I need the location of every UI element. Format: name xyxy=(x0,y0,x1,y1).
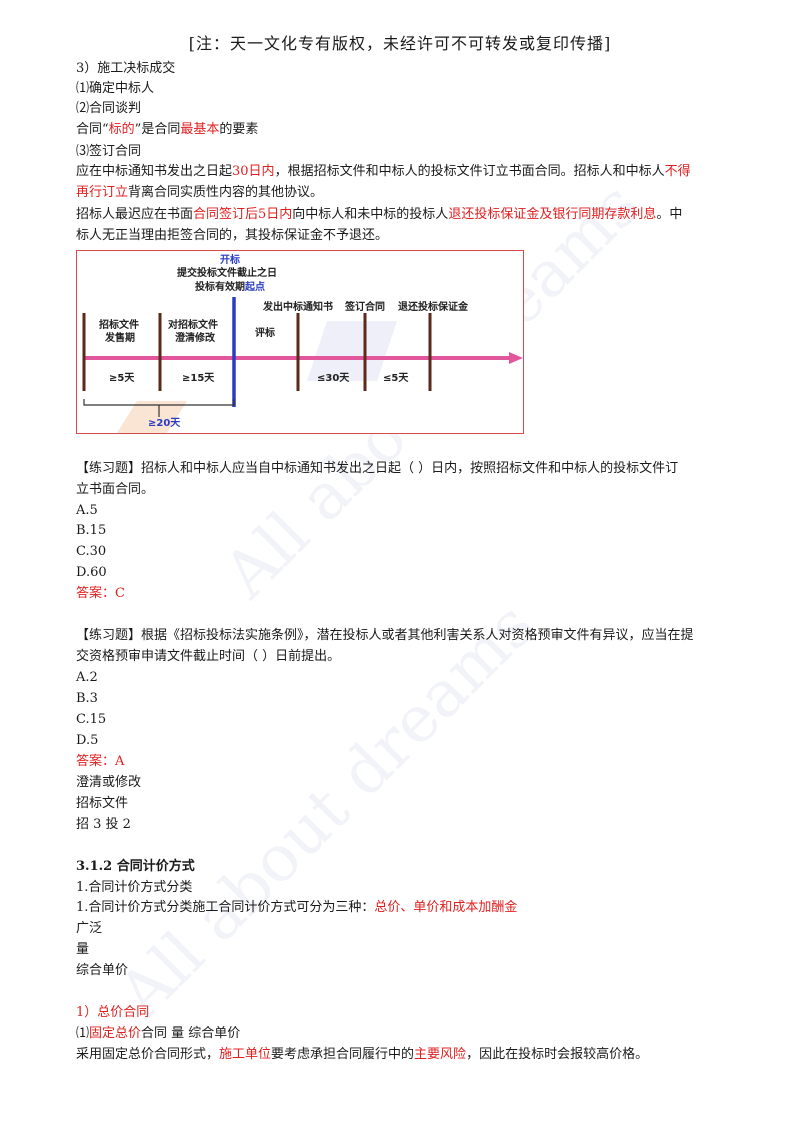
note-line: 澄清或修改 xyxy=(76,775,142,790)
question-2-stem-cont: 交资格预审申请文件截止时间（ ）日前提出。 xyxy=(76,649,341,664)
subheading: 1.合同计价方式分类 xyxy=(76,880,193,895)
paragraph-1-cont: 再行订立背离合同实质性内容的其他协议。 xyxy=(76,185,324,200)
label-30-days: ≤30天 xyxy=(317,373,350,384)
option-b: B.15 xyxy=(76,523,107,538)
question-1-stem: 【练习题】招标人和中标人应当自中标通知书发出之日起（ ）日内，按照招标文件和中标… xyxy=(76,461,679,476)
option-d: D.60 xyxy=(76,565,107,580)
paragraph-2: 招标人最迟应在书面合同签订后5日内向中标人和未中标的投标人退还投标保证金及银行同… xyxy=(76,207,683,222)
answer-1: 答案：C xyxy=(76,586,125,601)
label-clarify-1: 对招标文件 xyxy=(168,320,218,331)
label-evaluate: 评标 xyxy=(255,328,275,339)
label-validity-start: 投标有效期起点 xyxy=(195,282,265,293)
option-b: B.3 xyxy=(76,691,98,706)
heading-total-price: 1）总价合同 xyxy=(76,1005,150,1020)
paragraph-1: 应在中标通知书发出之日起30日内，根据招标文件和中标人的投标文件订立书面合同。招… xyxy=(76,164,691,179)
label-refund: 退还投标保证金 xyxy=(398,302,468,313)
option-a: A.5 xyxy=(76,503,98,518)
pricing-types: 1.合同计价方式分类施工合同计价方式可分为三种：总价、单价和成本加酬金 xyxy=(76,900,518,915)
section-title: 3）施工决标成交 xyxy=(76,61,176,76)
answer-2: 答案：A xyxy=(76,754,125,769)
note-line: 招 3 投 2 xyxy=(76,817,131,832)
question-1-stem-cont: 立书面合同。 xyxy=(76,482,155,497)
label-5-days-b: ≤5天 xyxy=(383,373,409,384)
option-c: C.15 xyxy=(76,712,107,727)
label-15-days: ≥15天 xyxy=(182,373,215,384)
label-clarify-2: 澄清修改 xyxy=(175,333,215,344)
paragraph-2-cont: 标人无正当理由拒签合同的，其投标保证金不予退还。 xyxy=(76,228,389,243)
copyright-header: [注：天一文化专有版权，未经许可不可转发或复印传播] xyxy=(188,34,612,53)
timeline-graphic xyxy=(82,297,523,433)
label-open-bid: 开标 xyxy=(220,255,240,266)
bidding-timeline-diagram: 开标 提交投标文件截止之日 投标有效期起点 招标文件 发售期 对招标文件 澄清修… xyxy=(76,250,524,434)
arrow-head xyxy=(509,352,523,364)
item-fixed-price: ⑴固定总价合同 量 综合单价 xyxy=(76,1026,241,1041)
label-sign: 签订合同 xyxy=(345,302,385,313)
paragraph-fixed-price: 采用固定总价合同形式，施工单位要考虑承担合同履行中的主要风险，因此在投标时会报较… xyxy=(76,1047,649,1062)
step-1: ⑴确定中标人 xyxy=(76,81,155,96)
label-20-days: ≥20天 xyxy=(148,418,181,429)
option-d: D.5 xyxy=(76,733,99,748)
question-2-stem: 【练习题】根据《招标投标法实施条例》，潜在投标人或者其他利害关系人对资格预审文件… xyxy=(76,628,694,643)
label-5-days: ≥5天 xyxy=(109,373,135,384)
note-line: 招标文件 xyxy=(76,796,129,811)
label-deadline: 提交投标文件截止之日 xyxy=(177,268,277,279)
logo-shape xyxy=(117,401,187,433)
step-3: ⑶签订合同 xyxy=(76,144,142,159)
note-line: 量 xyxy=(76,942,90,957)
contract-note: 合同“标的”是合同最基本的要素 xyxy=(76,122,259,137)
section-3-1-2-title: 3.1.2 合同计价方式 xyxy=(76,859,195,874)
step-2: ⑵合同谈判 xyxy=(76,101,142,116)
label-sale-2: 发售期 xyxy=(105,333,135,344)
label-notice: 发出中标通知书 xyxy=(263,302,333,313)
note-line: 广泛 xyxy=(76,921,103,936)
note-line: 综合单价 xyxy=(76,963,129,978)
label-sale-1: 招标文件 xyxy=(99,320,139,331)
option-c: C.30 xyxy=(76,544,107,559)
logo-shape xyxy=(307,321,397,381)
option-a: A.2 xyxy=(76,670,98,685)
